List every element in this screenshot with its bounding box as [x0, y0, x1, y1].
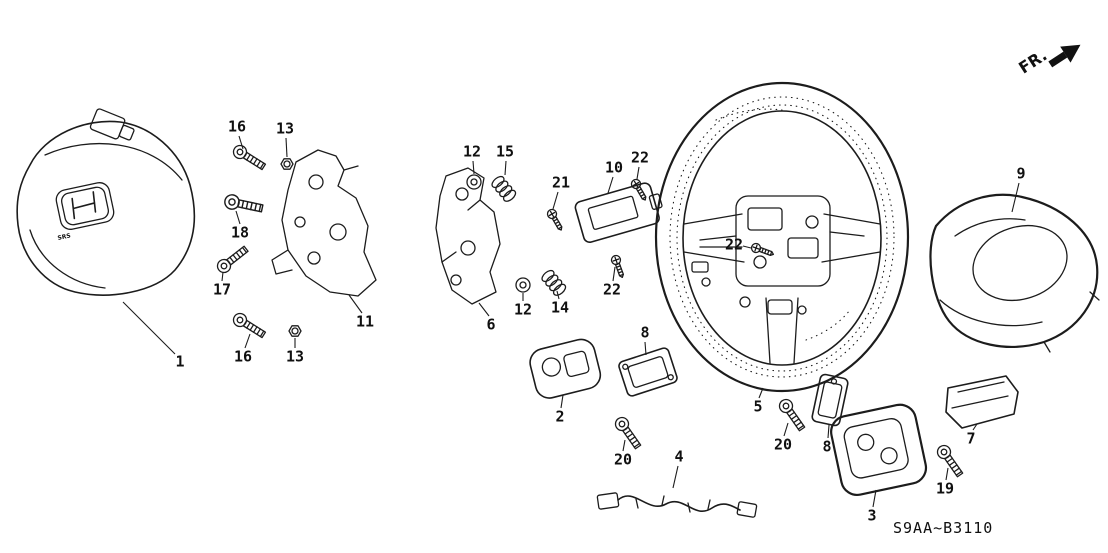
part-callout-3: 3	[867, 506, 877, 525]
part-callout-11: 11	[355, 312, 375, 331]
remote-switch-3-art	[830, 403, 928, 497]
part-callout-21: 21	[551, 173, 571, 192]
part-callout-5: 5	[753, 397, 763, 416]
leader-line	[560, 394, 564, 409]
leader-line	[122, 301, 176, 355]
diagram-code: S9AA~B3110	[893, 519, 994, 537]
leader-line	[945, 467, 949, 481]
part-callout-12: 12	[513, 300, 533, 319]
leader-line	[1011, 182, 1020, 213]
leader-line	[238, 135, 244, 150]
leader-line	[478, 302, 490, 317]
part-callout-18: 18	[230, 223, 250, 242]
part-callout-6: 6	[486, 315, 496, 334]
part-callout-22: 22	[630, 148, 650, 167]
part-callout-17: 17	[212, 280, 232, 299]
leader-line	[644, 341, 647, 356]
part-callout-19: 19	[935, 479, 955, 498]
part-callout-1: 1	[175, 352, 185, 371]
leader-line	[504, 160, 507, 176]
leader-line	[348, 294, 363, 314]
leader-line	[758, 387, 764, 399]
airbag-module-art: SRS	[16, 108, 196, 296]
leader-line	[221, 271, 224, 282]
part-callout-9: 9	[1016, 164, 1026, 183]
leader-line	[636, 166, 640, 180]
part-callout-16: 16	[227, 117, 247, 136]
part-callout-20: 20	[613, 450, 633, 469]
leader-line	[552, 191, 559, 210]
leader-line	[972, 423, 978, 431]
part-callout-4: 4	[674, 447, 684, 466]
leader-line	[783, 422, 789, 437]
part-callout-10: 10	[604, 158, 624, 177]
part-callout-8: 8	[822, 437, 832, 456]
leader-line	[742, 245, 752, 249]
part-callout-12: 12	[462, 142, 482, 161]
leader-line	[827, 424, 830, 439]
leader-line	[472, 160, 475, 175]
leader-line	[244, 333, 251, 349]
part-callout-20: 20	[773, 435, 793, 454]
steering-wheel-art	[654, 81, 910, 393]
wire-harness-4-art	[596, 492, 758, 518]
switch-assy-2-art	[529, 338, 602, 399]
part-callout-13: 13	[285, 347, 305, 366]
column-cover-9-art	[929, 193, 1100, 353]
part-callout-14: 14	[550, 298, 570, 317]
leader-line	[607, 176, 614, 194]
bracket-plate-6-art	[435, 167, 501, 305]
part-callout-2: 2	[555, 407, 565, 426]
honda-logo-icon	[55, 182, 115, 230]
bracket-plate-11-art	[271, 149, 377, 297]
leader-line	[285, 137, 288, 158]
part-callout-22: 22	[602, 280, 622, 299]
leader-line	[235, 210, 241, 225]
leader-line	[556, 290, 560, 300]
leader-line	[672, 465, 679, 489]
part-callout-8: 8	[640, 323, 650, 342]
part-callout-16: 16	[233, 347, 253, 366]
switch-garnish-10-art	[574, 182, 663, 244]
part-callout-13: 13	[275, 119, 295, 138]
leader-line	[612, 266, 616, 282]
leader-line	[622, 439, 626, 452]
plate-8-upper-art	[618, 347, 678, 397]
fr-arrow-icon	[1048, 44, 1081, 68]
part-callout-22: 22	[724, 235, 744, 254]
srs-marking: SRS	[57, 232, 71, 242]
part-callout-7: 7	[966, 429, 976, 448]
part-callout-15: 15	[495, 142, 515, 161]
bracket-7-art	[945, 375, 1019, 429]
plate-8-lower-art	[811, 373, 849, 427]
leader-line	[872, 489, 877, 508]
